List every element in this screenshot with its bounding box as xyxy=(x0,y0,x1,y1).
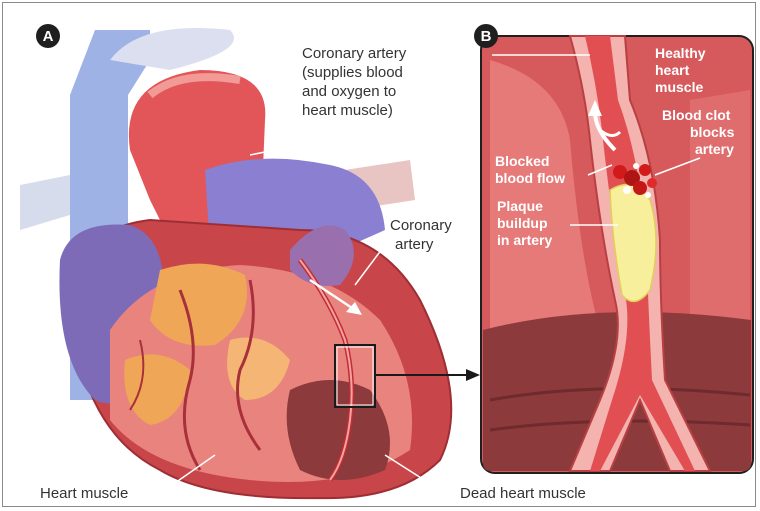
label-dead-heart-muscle: Dead heart muscle xyxy=(460,485,586,502)
label-coronary-artery-main-1: Coronary artery xyxy=(302,45,407,62)
badge-a-label: A xyxy=(43,28,54,45)
label-clot-2: blocks xyxy=(690,124,735,140)
label-coronary-artery-branch-1: Coronary xyxy=(390,217,452,234)
label-coronary-artery-main-4: heart muscle) xyxy=(302,102,393,119)
zoom-pointer-arrow xyxy=(466,369,480,381)
pulmonary-vein-left xyxy=(20,175,70,230)
label-clot-3: artery xyxy=(695,141,734,157)
label-coronary-artery-main-2: (supplies blood xyxy=(302,64,403,81)
label-blocked-1: Blocked xyxy=(495,153,549,169)
label-plaque-1: Plaque xyxy=(497,198,543,214)
label-healthy-2: heart xyxy=(655,62,690,78)
badge-b-label: B xyxy=(481,28,492,45)
label-heart-muscle: Heart muscle xyxy=(40,485,128,502)
panel-b: B Healthy heart muscle Blood clot blocks… xyxy=(474,24,753,473)
label-coronary-artery-main-3: and oxygen to xyxy=(302,83,396,100)
label-healthy-1: Healthy xyxy=(655,45,706,61)
label-clot-1: Blood clot xyxy=(662,107,731,123)
label-plaque-2: buildup xyxy=(497,215,548,231)
label-blocked-2: blood flow xyxy=(495,170,565,186)
label-plaque-3: in artery xyxy=(497,232,552,248)
label-coronary-artery-branch-2: artery xyxy=(395,236,434,253)
label-healthy-3: muscle xyxy=(655,79,703,95)
